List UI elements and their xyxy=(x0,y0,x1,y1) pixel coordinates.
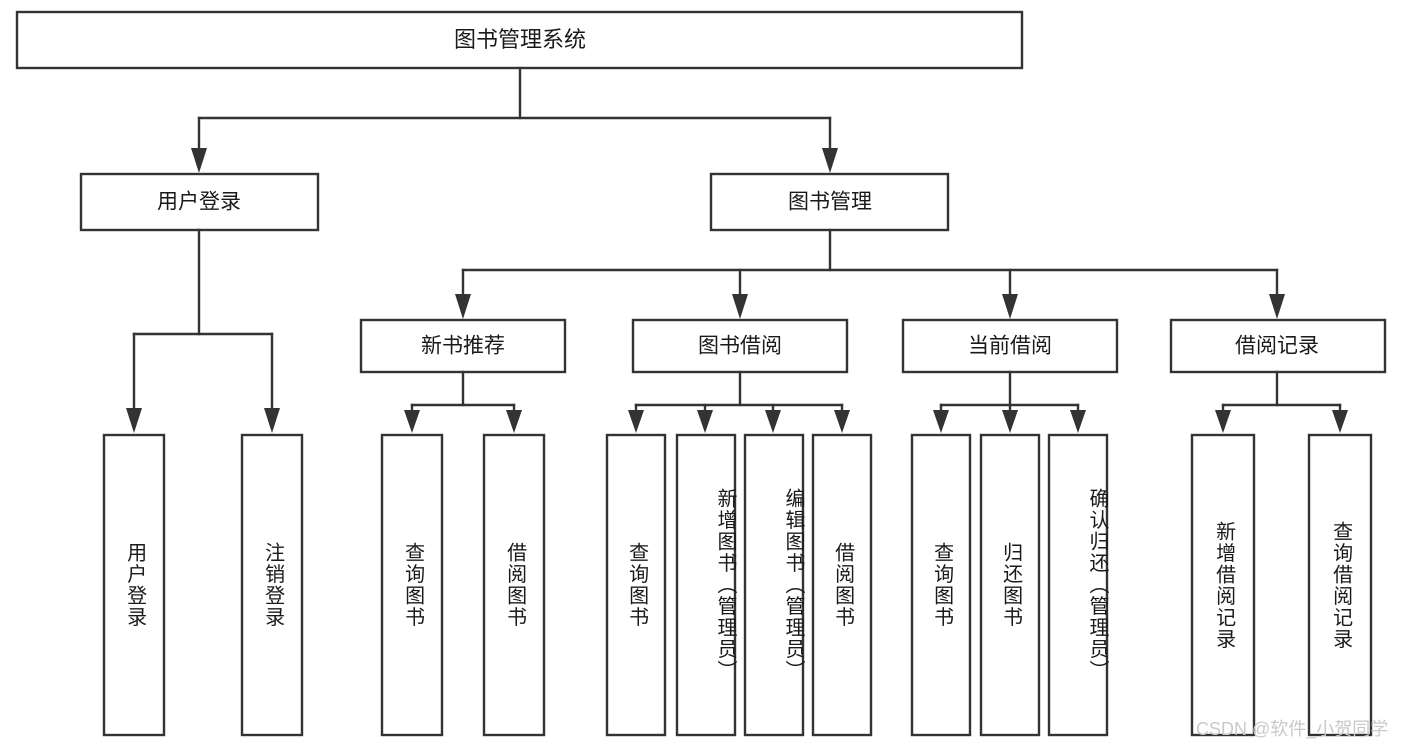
node-user-login-label: 用户登录 xyxy=(157,191,241,214)
node-current-borrow-box[interactable] xyxy=(901,318,1119,374)
arrow-nbr-leaf-1-icon xyxy=(404,410,420,433)
leaf-box-cb-1[interactable] xyxy=(910,433,972,737)
arrow-level1-2-icon xyxy=(822,148,838,173)
arrow-cb-leaf-2-icon xyxy=(1002,410,1018,433)
arrow-nbr-leaf-2-icon xyxy=(506,410,522,433)
leaf-box-br-2[interactable] xyxy=(1307,433,1373,737)
arrow-user-login-leaf-2-icon xyxy=(264,408,280,433)
csdn-watermark: CSDN @软件_小贺同学 xyxy=(1196,719,1389,739)
arrow-level2-2-icon xyxy=(732,294,748,319)
node-book-borrow-label: 图书借阅 xyxy=(698,335,782,358)
node-borrow-record-label: 借阅记录 xyxy=(1235,335,1319,358)
leaf-box-user-login-2[interactable] xyxy=(240,433,304,737)
node-root-box[interactable] xyxy=(15,10,1024,70)
node-root-label: 图书管理系统 xyxy=(454,27,586,52)
arrow-bb-leaf-2-icon xyxy=(697,410,713,433)
leaf-box-cb-3[interactable] xyxy=(1047,433,1109,737)
arrow-level1-1-icon xyxy=(191,148,207,173)
node-book-borrow-box[interactable] xyxy=(631,318,849,374)
leaf-box-br-1[interactable] xyxy=(1190,433,1256,737)
leaf-box-bb-2[interactable] xyxy=(675,433,737,737)
leaf-box-bb-4[interactable] xyxy=(811,433,873,737)
arrow-br-leaf-2-icon xyxy=(1332,410,1348,433)
arrow-cb-leaf-3-icon xyxy=(1070,410,1086,433)
node-book-manage-box[interactable] xyxy=(709,172,950,232)
node-new-book-recommend-box[interactable] xyxy=(359,318,567,374)
node-new-book-recommend-label: 新书推荐 xyxy=(421,335,505,358)
arrow-bb-leaf-1-icon xyxy=(628,410,644,433)
leaf-box-bb-1[interactable] xyxy=(605,433,667,737)
leaf-box-nbr-2[interactable] xyxy=(482,433,546,737)
node-borrow-record-box[interactable] xyxy=(1169,318,1387,374)
leaf-box-cb-2[interactable] xyxy=(979,433,1041,737)
leaf-box-bb-3[interactable] xyxy=(743,433,805,737)
leaf-box-nbr-1[interactable] xyxy=(380,433,444,737)
arrow-bb-leaf-3-icon xyxy=(765,410,781,433)
arrow-user-login-leaf-1-icon xyxy=(126,408,142,433)
arrow-br-leaf-1-icon xyxy=(1215,410,1231,433)
arrow-cb-leaf-1-icon xyxy=(933,410,949,433)
arrow-bb-leaf-4-icon xyxy=(834,410,850,433)
node-current-borrow-label: 当前借阅 xyxy=(968,335,1052,358)
arrow-level2-4-icon xyxy=(1269,294,1285,319)
arrow-level2-3-icon xyxy=(1002,294,1018,319)
arrow-level2-1-icon xyxy=(455,294,471,319)
leaf-box-user-login-1[interactable] xyxy=(102,433,166,737)
node-book-manage-label: 图书管理 xyxy=(788,191,872,214)
